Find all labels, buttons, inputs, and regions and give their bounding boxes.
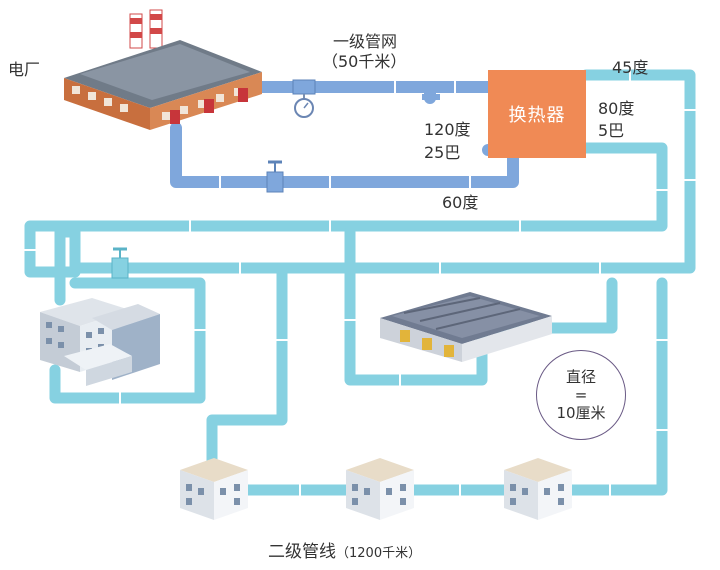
- valve-icon: [266, 160, 284, 193]
- warehouse-illustration: [380, 292, 552, 362]
- supply-pressure-secondary: 5巴: [598, 121, 625, 140]
- power-plant-label: 电厂: [8, 60, 41, 79]
- residential-house-illustration: [346, 458, 414, 520]
- diameter-value: 10厘米: [556, 404, 606, 422]
- secondary-network-length: （1200千米）: [336, 546, 422, 561]
- diameter-callout: 直径 = 10厘米: [536, 350, 626, 440]
- diameter-title: 直径: [565, 368, 596, 386]
- supply-temp-secondary: 80度: [598, 99, 635, 118]
- return-temp-secondary: 45度: [612, 58, 649, 77]
- pipe-joints: [24, 69, 696, 496]
- return-temp-primary: 60度: [442, 193, 479, 212]
- primary-network-name: 一级管网: [333, 32, 398, 51]
- supply-temp-primary: 120度: [424, 120, 471, 139]
- power-plant-illustration: [64, 9, 262, 130]
- residential-house-illustration: [180, 458, 248, 520]
- heat-exchanger-box: 换热器: [488, 70, 586, 158]
- secondary-network-name: 二级管线: [268, 542, 336, 562]
- diameter-equals: =: [574, 386, 588, 404]
- residential-house-illustration: [504, 458, 572, 520]
- heat-exchanger-label: 换热器: [508, 105, 566, 126]
- office-building-illustration: [40, 298, 160, 386]
- supply-pressure-primary: 25巴: [424, 143, 461, 162]
- pressure-gauge-icon: [292, 79, 316, 118]
- secondary-network-caption: 二级管线（1200千米）: [268, 542, 421, 564]
- pipe-tee: [422, 94, 440, 100]
- primary-network-length: （50千米）: [322, 52, 407, 71]
- valve-icon: [111, 247, 129, 279]
